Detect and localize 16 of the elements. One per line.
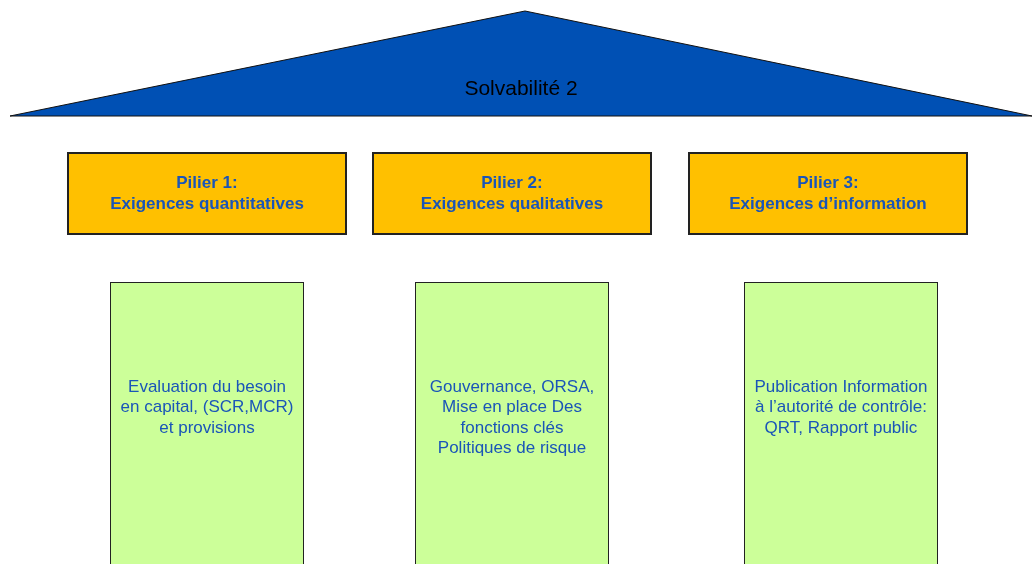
pillar-title: Pilier 2: — [481, 173, 543, 194]
pillar-description: Evaluation du besoin en capital, (SCR,MCR) et provisions — [119, 377, 295, 439]
pillar-subtitle: Exigences qualitatives — [420, 193, 604, 214]
pillar-subtitle: Exigences d’information — [729, 193, 927, 214]
pillar-column — [744, 282, 938, 564]
pillar-column — [415, 282, 609, 564]
pillar-description: Publication Information à l’autorité de contrôle: QRT, Rapport public — [753, 377, 929, 439]
pillar-title: Pilier 1: — [176, 173, 238, 194]
pillar-header-box — [67, 152, 347, 235]
pillar-description: Gouvernance, ORSA, Mise en place Des fonctions clés Politiques de risque — [428, 377, 596, 459]
pillar-subtitle: Exigences quantitatives — [110, 193, 304, 214]
pillar-title: Pilier 3: — [797, 173, 859, 194]
pillar-header-box — [372, 152, 652, 235]
pillar-column — [110, 282, 304, 564]
roof-title: Solvabilité 2 — [464, 76, 578, 99]
pillar-header-box — [688, 152, 968, 235]
